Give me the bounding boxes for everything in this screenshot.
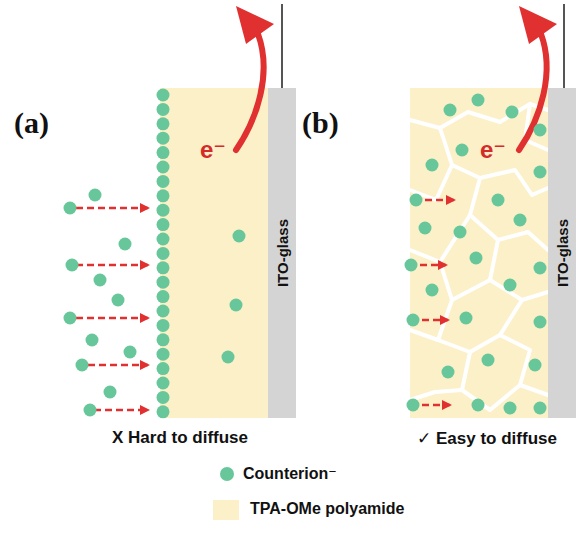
panel-label: (a) — [14, 106, 49, 140]
electrode-label: ITO-glass — [274, 219, 291, 287]
electrode-label: ITO-glass — [554, 219, 571, 287]
caption-note: ✓ Easy to diffuse — [417, 428, 557, 449]
electron-label: e⁻ — [198, 136, 228, 164]
caption-note: X Hard to diffuse — [112, 428, 248, 448]
ito-glass-band: ITO-glass — [548, 88, 576, 418]
wire — [281, 4, 283, 88]
ito-glass-band: ITO-glass — [268, 88, 296, 418]
polyamide-film — [160, 88, 268, 418]
counterion-dots — [64, 89, 547, 419]
pore-channels — [410, 104, 548, 410]
legend-text: TPA-OMe polyamide — [250, 500, 404, 518]
legend-text: Counterion⁻ — [243, 464, 337, 483]
electron-label: e⁻ — [478, 136, 508, 164]
panel-label: (b) — [302, 106, 339, 140]
legend-swatch — [213, 500, 239, 520]
wire — [563, 4, 565, 88]
legend-swatch — [220, 467, 234, 481]
diffusion-arrow — [76, 200, 454, 410]
